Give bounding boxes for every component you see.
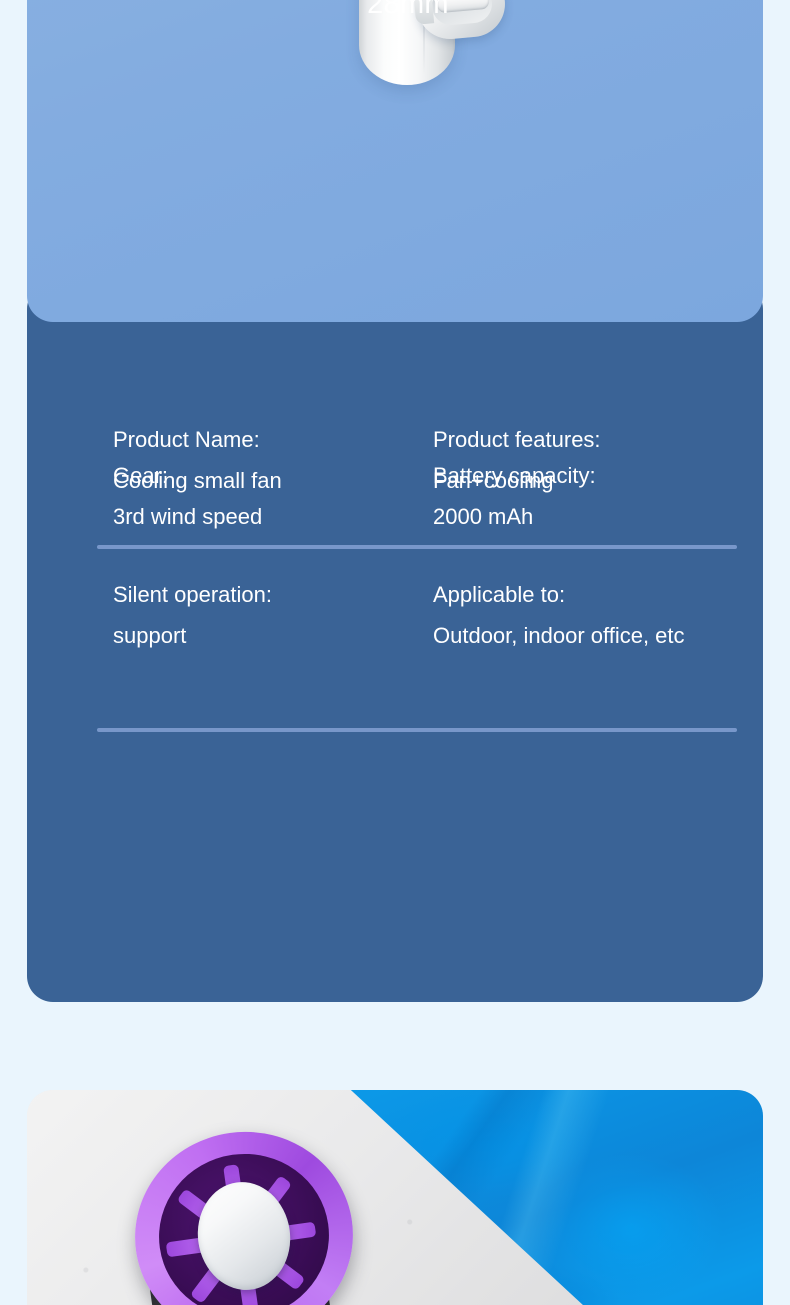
spec-row: Product Name: Cooling small fan Product … (27, 283, 763, 493)
spec-list: Product Name: Cooling small fan Product … (27, 283, 763, 698)
spec-divider (97, 728, 737, 732)
spec-value: 3rd wind speed (113, 504, 263, 529)
spec-key: Gear: (113, 463, 169, 488)
spec-key: Battery capacity: (433, 463, 596, 488)
product-image (359, 0, 508, 85)
spec-cell: Silent operation: support (113, 574, 433, 698)
spec-cell: Gear: 3rd wind speed (113, 455, 433, 538)
spec-key: Silent operation: (113, 582, 272, 607)
spec-cell: Battery capacity: 2000 mAh (433, 455, 738, 538)
purple-fan-image (113, 1117, 373, 1305)
spec-divider (97, 545, 737, 549)
spec-value: 2000 mAh (433, 504, 534, 529)
spec-value: support (113, 623, 187, 648)
spec-row: Gear: 3rd wind speed Battery capacity: 2… (27, 419, 763, 538)
spec-value: Outdoor, indoor office, etc (433, 623, 685, 648)
spec-key: Product Name: (113, 427, 260, 452)
dimension-width-label: 28mm (367, 0, 449, 20)
spec-value: Fan+cooling (433, 468, 554, 493)
hero-dimension-card: 28mm (27, 0, 763, 322)
spec-value: Cooling small fan (113, 468, 282, 493)
specification-card: Product Name: Cooling small fan Product … (27, 283, 763, 1002)
spec-key: Applicable to: (433, 582, 566, 607)
lifestyle-photo-card (27, 1090, 763, 1305)
spec-key: Product features: (433, 427, 601, 452)
spec-row: Silent operation: support Applicable to:… (27, 538, 763, 698)
spec-cell: Applicable to: Outdoor, indoor office, e… (433, 574, 738, 698)
handle-seam-icon (423, 0, 425, 74)
